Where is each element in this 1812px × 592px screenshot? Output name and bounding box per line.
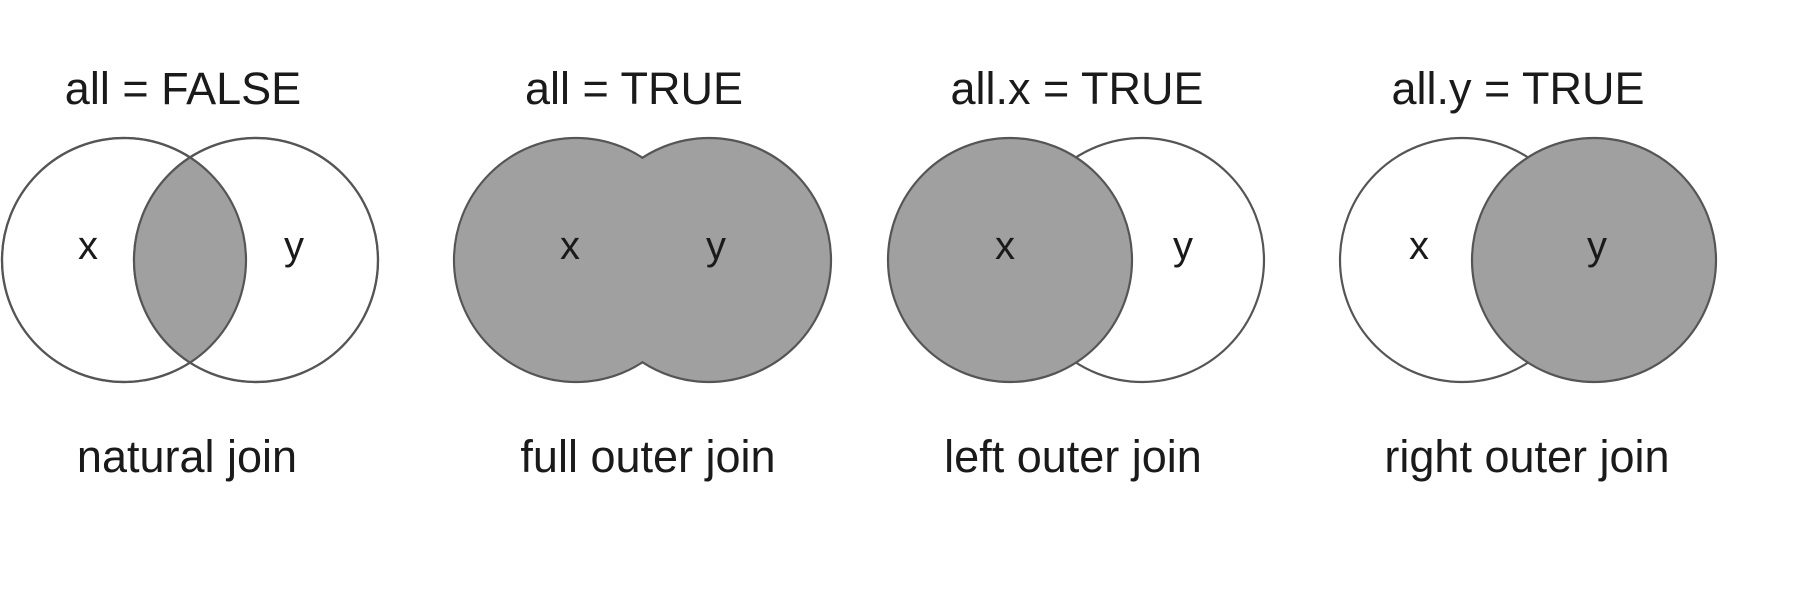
set-label-x: x <box>560 224 580 268</box>
circle-y-outline <box>132 136 380 384</box>
set-label-y: y <box>284 224 304 268</box>
set-label-x: x <box>78 224 98 268</box>
set-label-x: x <box>1409 224 1429 268</box>
circle-x-outline <box>0 136 248 384</box>
venn-panel-full-outer-join: all = TRUE x y full outer join <box>452 63 833 482</box>
venn-panel-left-outer-join: all.x = TRUE x y left outer join <box>886 63 1266 482</box>
circle-y <box>1470 136 1718 384</box>
set-label-y: y <box>706 224 726 268</box>
set-label-y: y <box>1173 224 1193 268</box>
set-label-x: x <box>995 224 1015 268</box>
circle-x <box>886 136 1134 384</box>
panel-title: all.x = TRUE <box>951 63 1204 114</box>
intersection-shading <box>134 138 246 382</box>
panel-caption: right outer join <box>1384 431 1669 482</box>
panel-title: all.y = TRUE <box>1392 63 1645 114</box>
panel-title: all = FALSE <box>65 63 301 114</box>
venn-panel-natural-join: all = FALSE x y natural join <box>0 63 380 482</box>
panel-caption: left outer join <box>944 431 1202 482</box>
panel-title: all = TRUE <box>525 63 743 114</box>
venn-panel-right-outer-join: all.y = TRUE x y right outer join <box>1338 63 1718 482</box>
panel-caption: natural join <box>77 431 297 482</box>
panel-caption: full outer join <box>520 431 775 482</box>
union-overlap-fill <box>455 139 697 381</box>
set-label-y: y <box>1587 224 1607 268</box>
